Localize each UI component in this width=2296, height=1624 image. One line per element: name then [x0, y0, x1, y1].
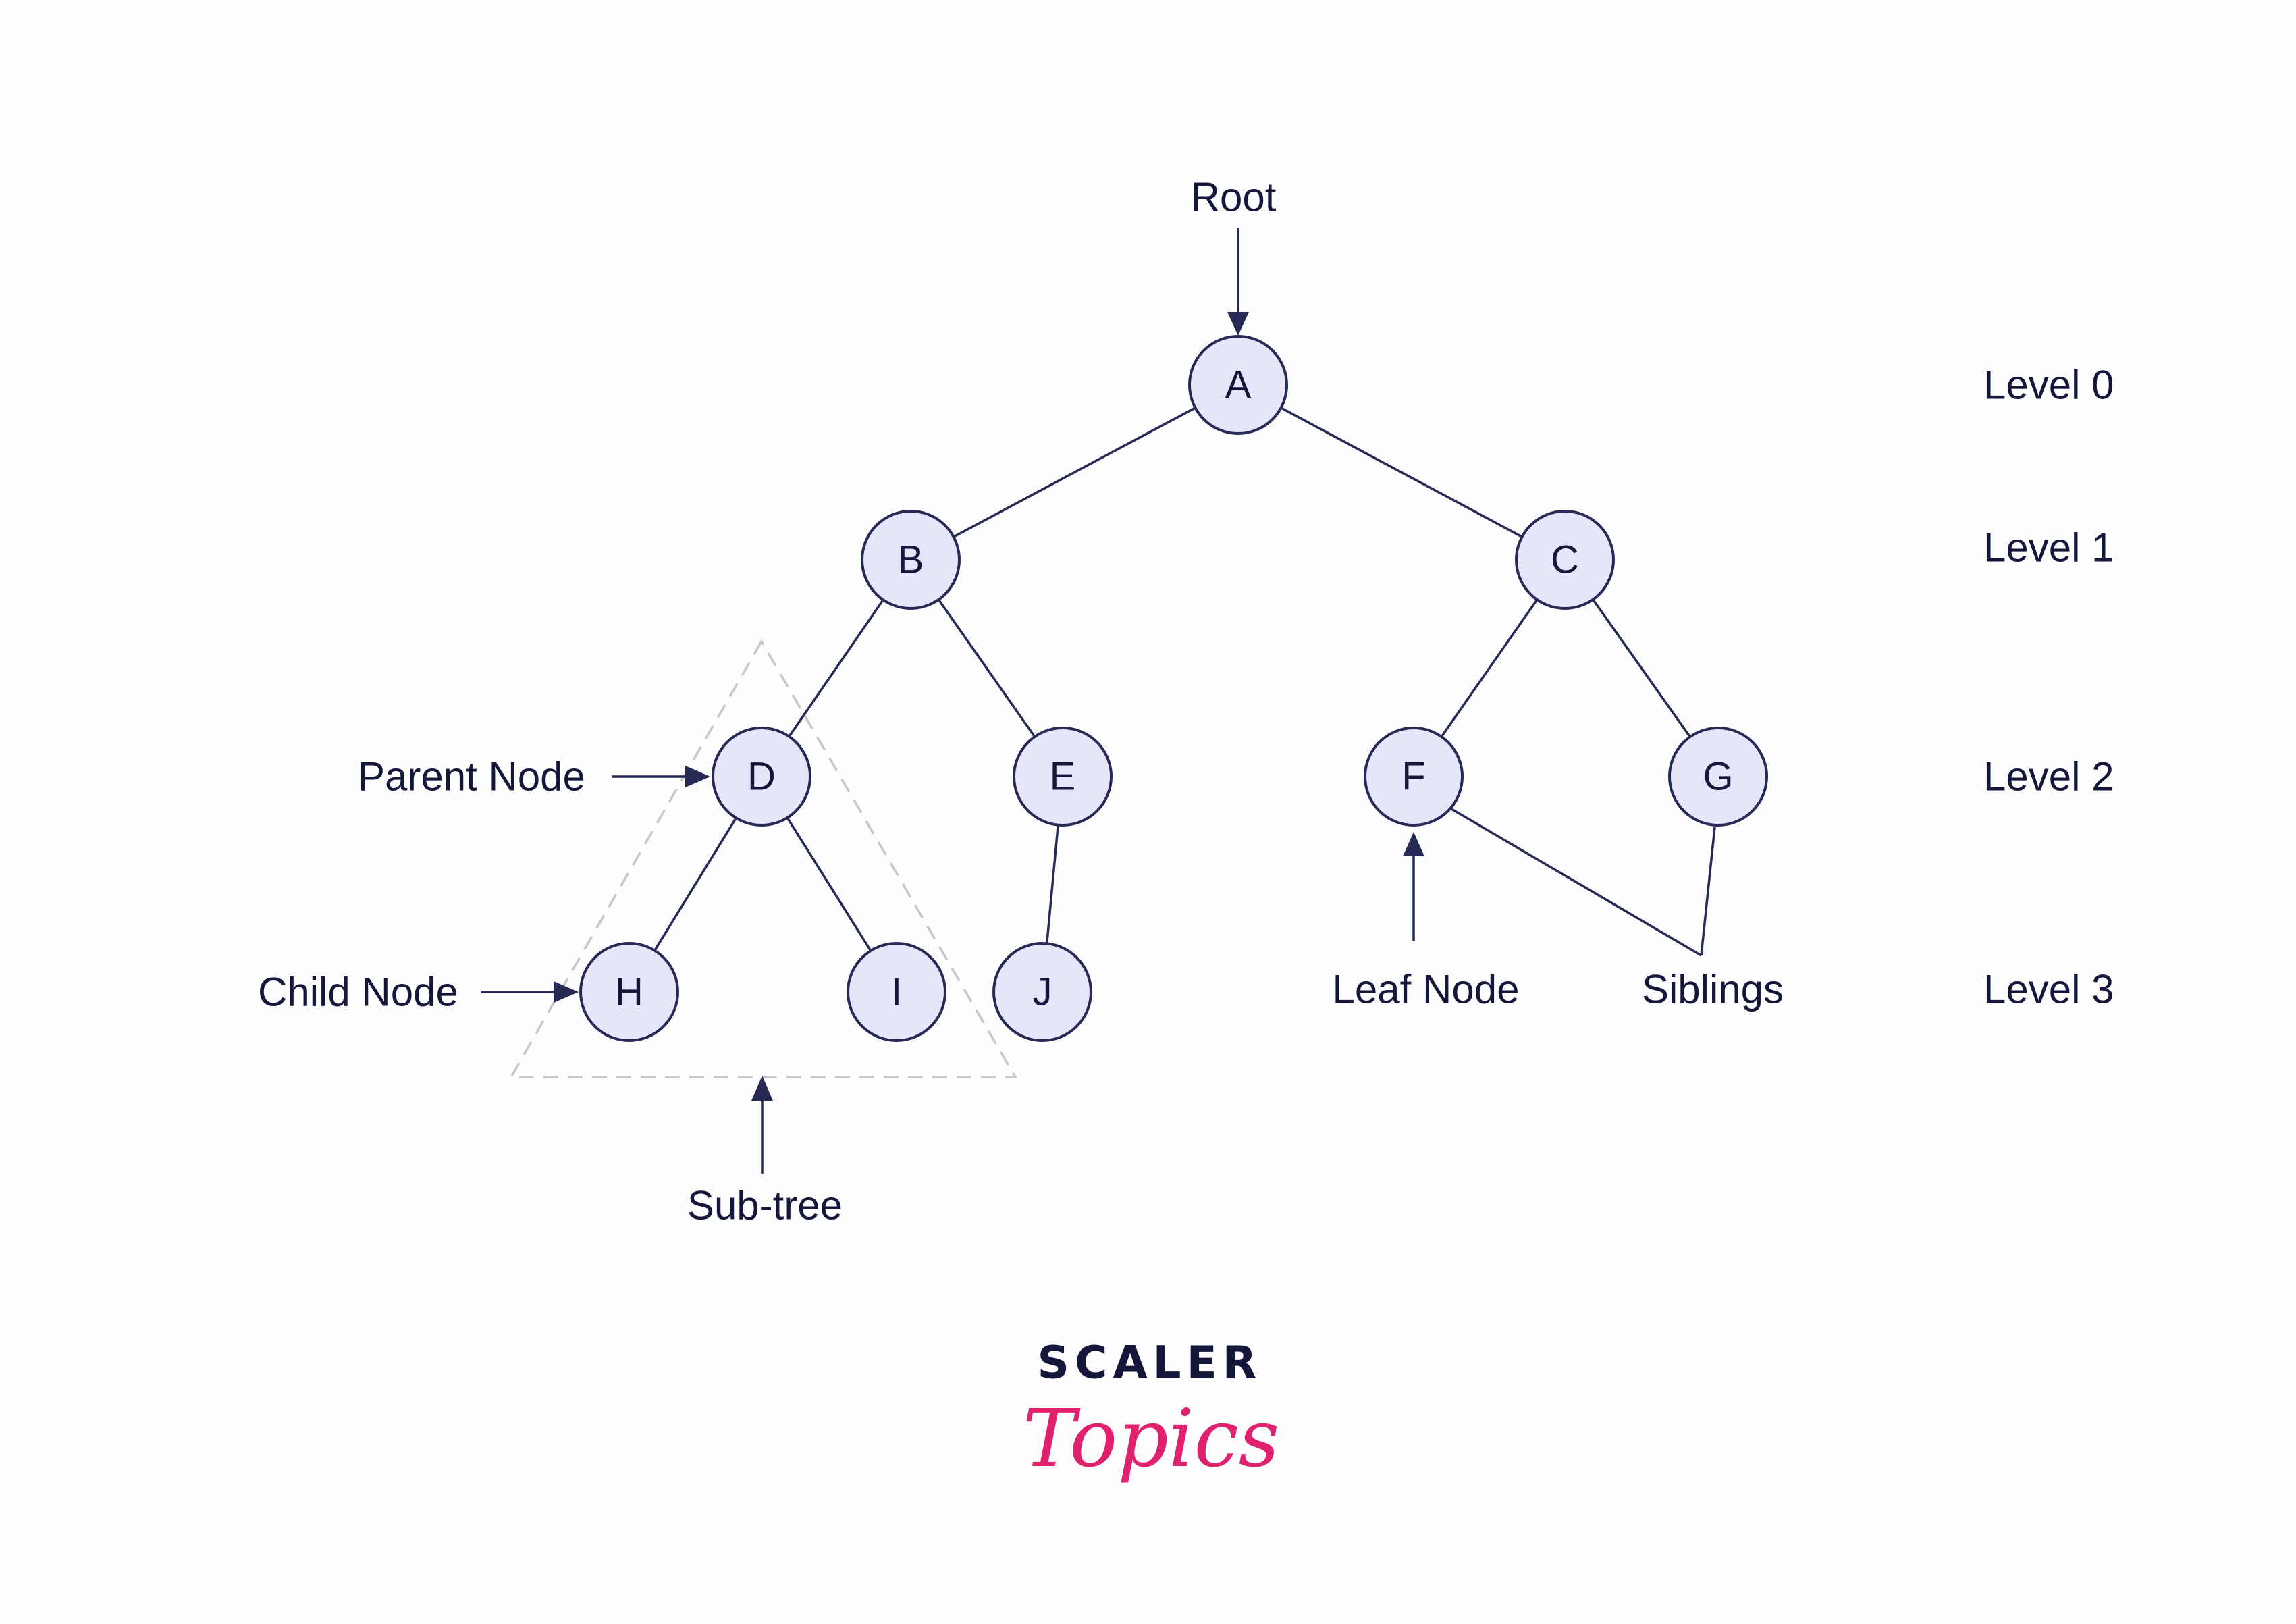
sub-tree-label: Sub-tree [687, 1183, 843, 1228]
node-circle-a [1188, 335, 1288, 435]
root-arrow-head [1227, 312, 1249, 336]
node-label-j: J [1033, 970, 1052, 1014]
child-node-arrow-head [554, 981, 579, 1003]
tree-node-f: F [1364, 727, 1464, 827]
node-label-c: C [1551, 538, 1579, 582]
edge-d-h [653, 817, 737, 951]
sub-tree-arrow-head [751, 1076, 773, 1101]
level-1-label: Level 1 [1983, 525, 2114, 571]
tree-node-g: G [1668, 727, 1768, 827]
edge-b-d [788, 599, 884, 737]
node-circle-f [1364, 727, 1464, 827]
tree-node-h: H [579, 942, 679, 1042]
child-node-label: Child Node [258, 970, 458, 1015]
node-circle-c [1515, 510, 1615, 610]
scaler-topics-logo: SCALER Topics [1023, 1337, 1280, 1486]
root-label: Root [1191, 175, 1277, 220]
tree-node-a: A [1188, 335, 1288, 435]
edge-e-j [1045, 824, 1060, 944]
edge-a-b [953, 407, 1196, 538]
node-circle-d [712, 727, 811, 827]
node-label-d: D [747, 755, 776, 799]
siblings-connector-g [1700, 827, 1716, 956]
tree-node-b: B [861, 510, 961, 610]
node-label-i: I [891, 970, 902, 1014]
node-label-b: B [898, 538, 924, 582]
edge-c-f [1440, 599, 1539, 737]
parent-node-arrow-head [685, 766, 710, 787]
node-label-g: G [1703, 755, 1733, 799]
node-circle-h [579, 942, 679, 1042]
node-circle-g [1668, 727, 1768, 827]
edge-b-e [937, 598, 1036, 738]
node-circle-j [992, 942, 1092, 1042]
tree-node-i: I [847, 942, 946, 1042]
tree-node-j: J [992, 942, 1092, 1042]
edge-a-c [1280, 407, 1523, 538]
tree-node-d: D [712, 727, 811, 827]
node-circle-i [847, 942, 946, 1042]
siblings-label: Siblings [1642, 967, 1784, 1012]
tree-edges [653, 407, 1691, 951]
node-label-f: F [1401, 755, 1425, 799]
parent-node-label: Parent Node [358, 754, 585, 800]
leaf-node-arrow-head [1403, 832, 1424, 856]
node-circle-b [861, 510, 961, 610]
level-0-label: Level 0 [1983, 363, 2114, 408]
brand-bottom-text: Topics [1023, 1392, 1280, 1485]
leaf-node-label: Leaf Node [1333, 967, 1520, 1012]
node-label-e: E [1050, 755, 1076, 799]
siblings-connector-f [1451, 808, 1702, 957]
tree-nodes: A B C D E F G H I J [579, 335, 1768, 1042]
tree-node-c: C [1515, 510, 1615, 610]
node-label-a: A [1225, 363, 1252, 407]
subtree-outline [508, 639, 1018, 1078]
tree-node-e: E [1013, 727, 1113, 827]
level-2-label: Level 2 [1983, 754, 2114, 800]
edge-c-g [1592, 598, 1691, 738]
brand-top-text: SCALER [1037, 1337, 1262, 1389]
node-label-h: H [615, 970, 643, 1014]
edge-d-i [786, 817, 872, 951]
level-3-label: Level 3 [1983, 967, 2114, 1012]
node-circle-e [1013, 727, 1113, 827]
